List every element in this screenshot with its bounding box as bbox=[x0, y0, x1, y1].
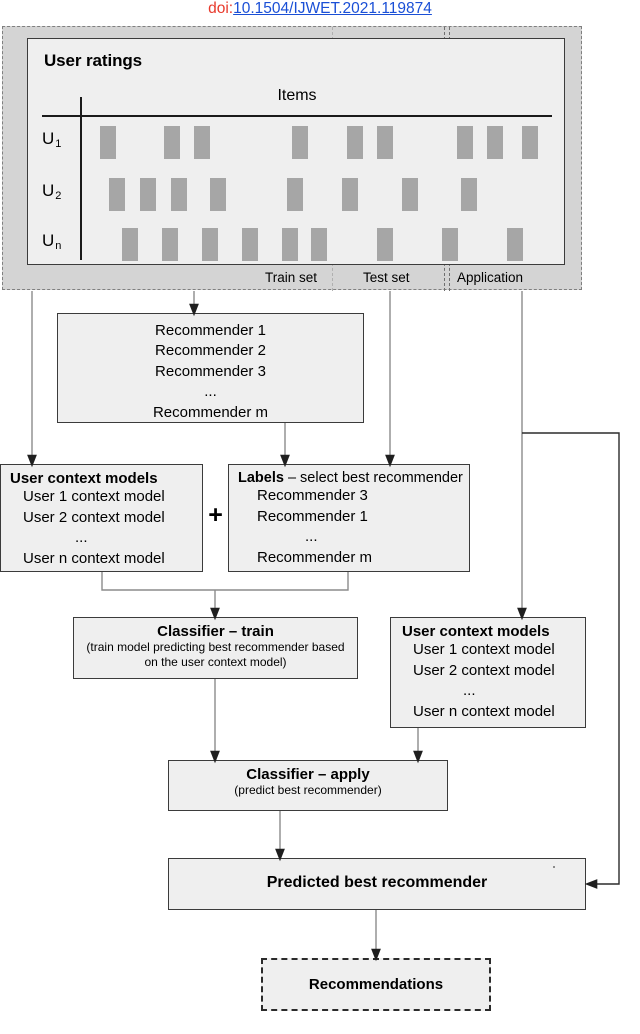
context-model-ellipsis: ... bbox=[75, 529, 88, 546]
doi-link[interactable]: 10.1504/IJWET.2021.119874 bbox=[233, 0, 432, 17]
context-model-line: User 2 context model bbox=[413, 661, 555, 679]
context-model-line: User 1 context model bbox=[413, 641, 555, 658]
labels-title-rest: – select best recommender bbox=[283, 470, 463, 486]
items-axis-label: Items bbox=[277, 87, 317, 104]
user-label-u2: U2 bbox=[42, 181, 62, 202]
doi-label: doi: bbox=[208, 0, 234, 17]
box-title: Recommendations bbox=[308, 976, 444, 993]
box-title: Classifier – apply bbox=[246, 766, 370, 783]
rating-cell bbox=[171, 178, 187, 211]
user-label-u1: U1 bbox=[42, 129, 62, 150]
rating-cell bbox=[522, 126, 538, 159]
labels-title-strong: Labels bbox=[238, 470, 284, 486]
rating-cell bbox=[442, 228, 458, 261]
rating-cell bbox=[342, 178, 358, 211]
items-axis-rule bbox=[42, 115, 552, 117]
connector-merge-to-classifier-train bbox=[101, 572, 349, 591]
box-title: Predicted best recommender bbox=[266, 874, 488, 891]
context-model-line: User 2 context model bbox=[23, 508, 165, 526]
stray-dot bbox=[553, 866, 555, 868]
rating-cell bbox=[109, 178, 125, 211]
label-line: Recommender 1 bbox=[257, 507, 368, 525]
recommender-line: Recommender 1 bbox=[155, 322, 266, 339]
recommender-ellipsis: ... bbox=[204, 383, 217, 401]
label-ellipsis: ... bbox=[305, 528, 318, 545]
box-title: User context models bbox=[10, 470, 158, 487]
rating-cell bbox=[402, 178, 418, 211]
rating-cell bbox=[282, 228, 298, 261]
rating-cell bbox=[140, 178, 156, 211]
rating-row-un: Un bbox=[28, 219, 566, 267]
box-user-context-models-apply[interactable]: User context models User 1 context model… bbox=[390, 617, 586, 728]
box-classifier-train[interactable]: Classifier – train (train model predicti… bbox=[73, 617, 358, 679]
rating-row-u1: U1 bbox=[28, 117, 566, 165]
ratings-title: User ratings bbox=[44, 51, 143, 70]
doi-header: doi:10.1504/IJWET.2021.119874 bbox=[0, 0, 640, 19]
rating-cell bbox=[377, 126, 393, 159]
rating-cell bbox=[194, 126, 210, 159]
box-subtitle-line2: on the user context model) bbox=[144, 655, 287, 669]
rating-cell bbox=[457, 126, 473, 159]
rating-cell bbox=[311, 228, 327, 261]
context-model-line: User n context model bbox=[23, 549, 165, 567]
recommender-line: Recommender 2 bbox=[155, 342, 266, 360]
rating-cell bbox=[164, 126, 180, 159]
box-title: User context models bbox=[402, 623, 550, 640]
box-recommendations[interactable]: Recommendations bbox=[261, 958, 491, 1011]
rating-cell bbox=[100, 126, 116, 159]
caption-train-set: Train set bbox=[265, 270, 318, 285]
rating-cell bbox=[287, 178, 303, 211]
rating-cell bbox=[377, 228, 393, 261]
rating-cell bbox=[242, 228, 258, 261]
caption-application: Application bbox=[457, 270, 524, 285]
ratings-panel-outer: User ratings Items U1 U2 bbox=[2, 26, 582, 291]
box-labels[interactable]: Labels – select best recommender Recomme… bbox=[228, 464, 470, 572]
users-axis-rule bbox=[80, 97, 82, 260]
recommender-line: Recommender m bbox=[152, 403, 269, 421]
rating-cell bbox=[162, 228, 178, 261]
box-predicted-best-recommender[interactable]: Predicted best recommender bbox=[168, 858, 586, 910]
rating-row-u2: U2 bbox=[28, 169, 566, 217]
box-subtitle: (predict best recommender) bbox=[234, 783, 382, 797]
context-model-ellipsis: ... bbox=[463, 682, 476, 699]
box-title: Labels – select best recommender bbox=[229, 470, 469, 486]
rating-cell bbox=[347, 126, 363, 159]
ratings-matrix: User ratings Items U1 U2 bbox=[27, 38, 565, 265]
rating-cell bbox=[202, 228, 218, 261]
label-line: Recommender 3 bbox=[257, 487, 368, 504]
rating-cell bbox=[122, 228, 138, 261]
box-user-context-models-train[interactable]: User context models User 1 context model… bbox=[0, 464, 203, 572]
box-title: Classifier – train bbox=[157, 623, 274, 640]
label-line: Recommender m bbox=[257, 548, 373, 566]
box-classifier-apply[interactable]: Classifier – apply (predict best recomme… bbox=[168, 760, 448, 811]
rating-cell bbox=[487, 126, 503, 159]
recommender-line: Recommender 3 bbox=[155, 362, 266, 380]
context-model-line: User 1 context model bbox=[23, 488, 165, 505]
caption-test-set: Test set bbox=[363, 270, 410, 285]
box-subtitle-line1: (train model predicting best recommender… bbox=[86, 640, 345, 654]
user-label-un: Un bbox=[42, 231, 62, 252]
rating-cell bbox=[507, 228, 523, 261]
rating-cell bbox=[292, 126, 308, 159]
rating-cell bbox=[461, 178, 477, 211]
plus-operator: + bbox=[208, 501, 223, 529]
rating-cell bbox=[210, 178, 226, 211]
box-recommenders[interactable]: Recommender 1 Recommender 2 Recommender … bbox=[57, 313, 364, 423]
context-model-line: User n context model bbox=[413, 702, 555, 720]
